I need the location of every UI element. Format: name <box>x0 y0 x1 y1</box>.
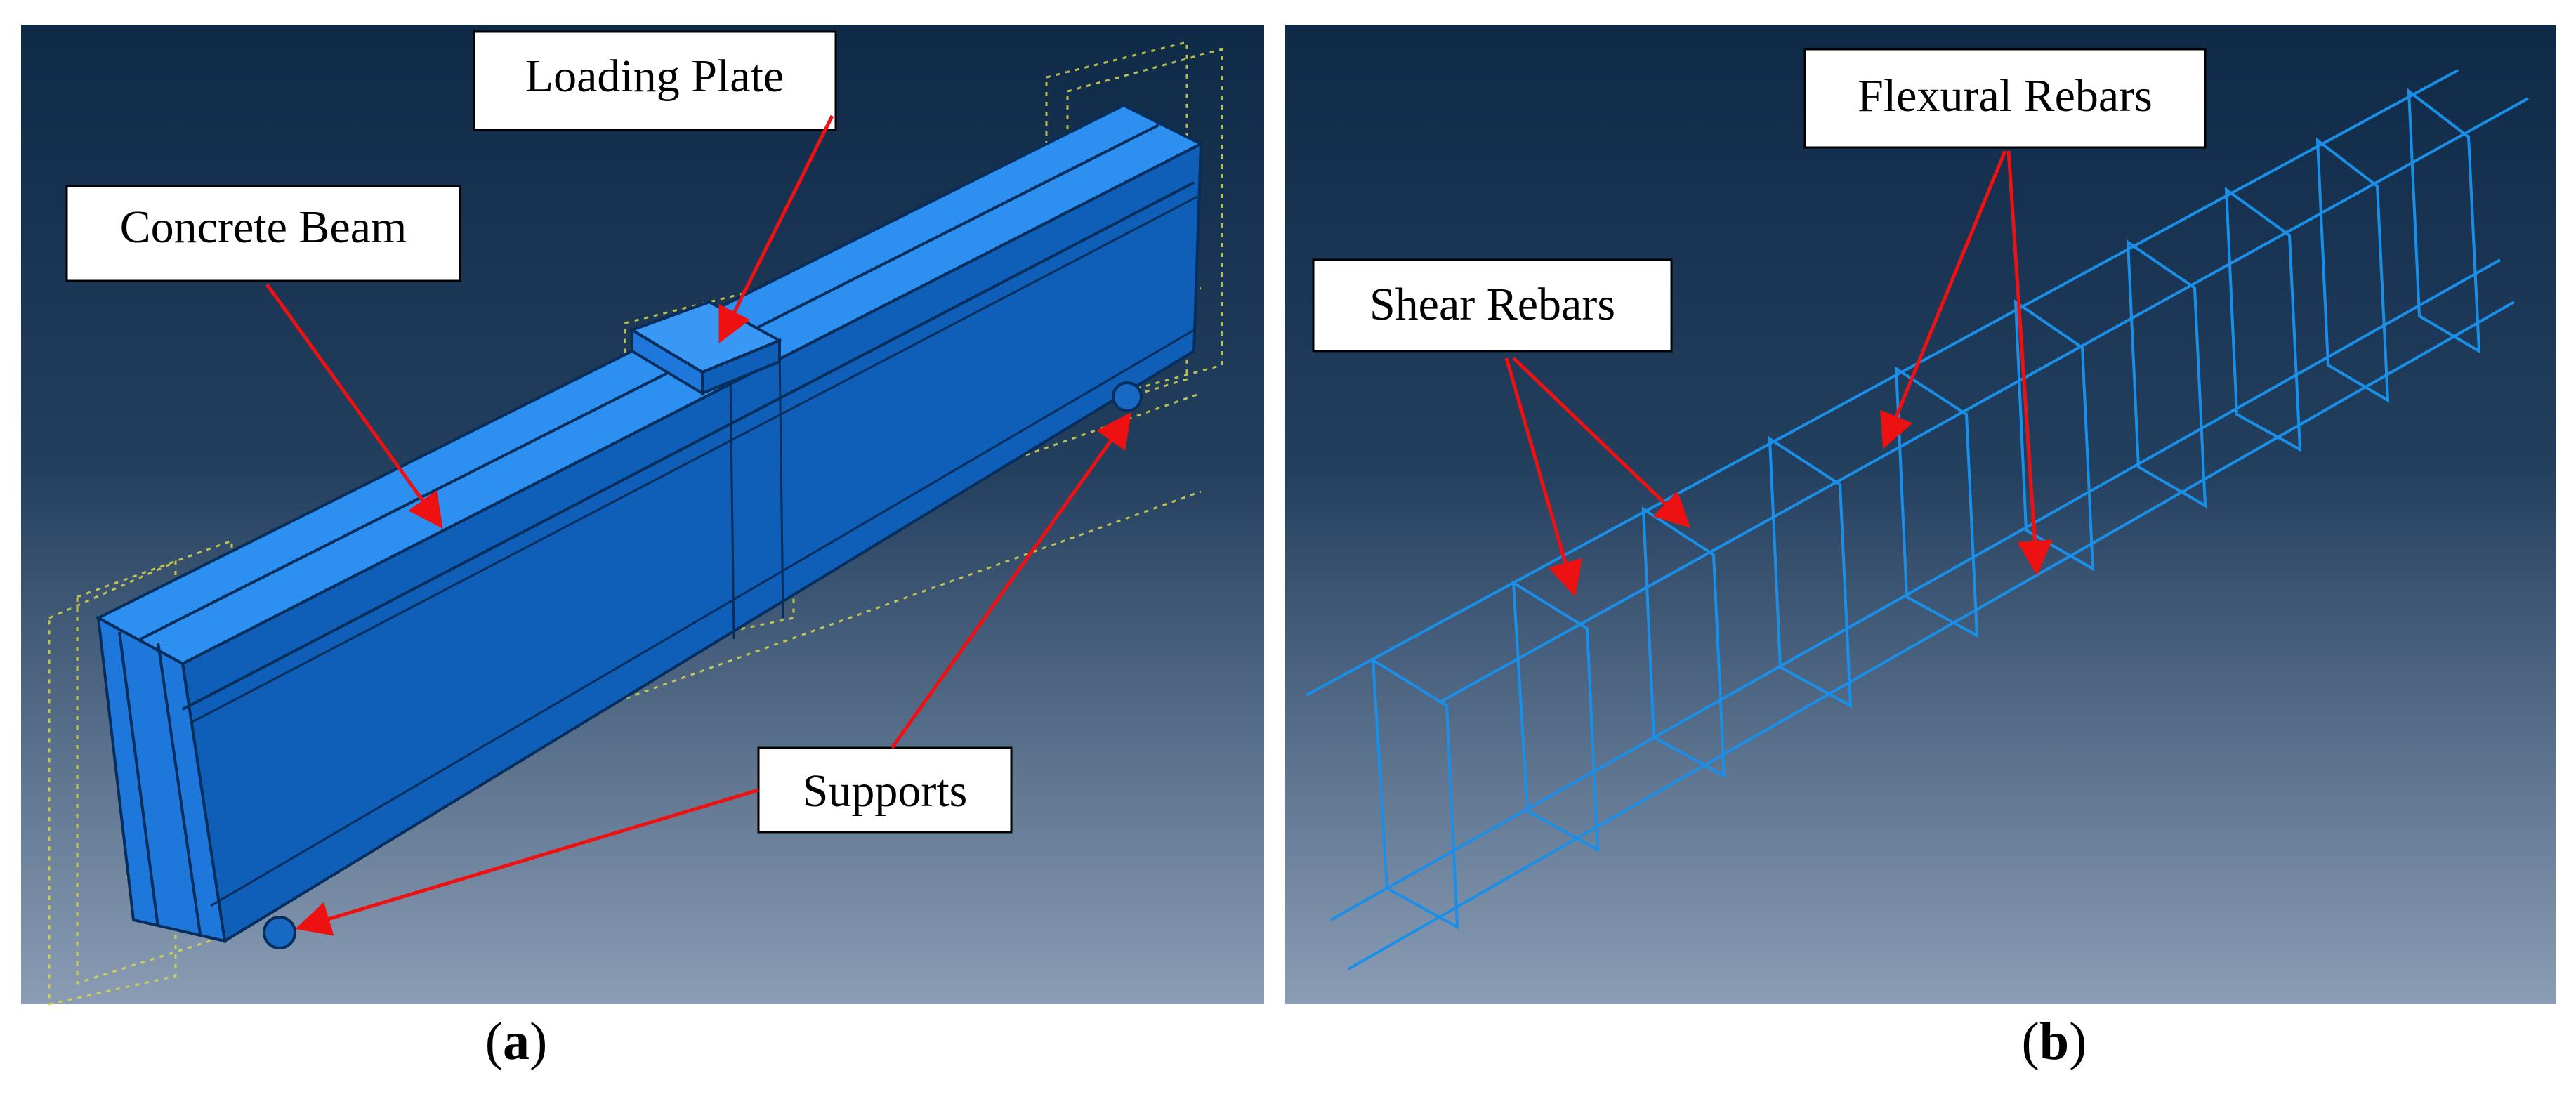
label-shear-rebars: Shear Rebars <box>1369 279 1615 330</box>
arrow-shear-rebars-2 <box>1512 357 1691 528</box>
arrow-supports-right <box>890 412 1131 749</box>
panel-b: Flexural Rebars Shear Rebars <box>1285 25 2556 1004</box>
arrow-concrete-beam <box>265 283 443 529</box>
support-left <box>263 916 296 949</box>
arrow-supports-left <box>295 788 759 936</box>
callout-shear-rebars: Shear Rebars <box>1312 258 1691 597</box>
loading-plate-model <box>629 300 783 396</box>
arrow-flexural-rebars-1 <box>1880 150 2007 449</box>
callout-concrete-beam: Concrete Beam <box>65 185 461 529</box>
arrow-flexural-rebars-2 <box>2006 150 2053 576</box>
concrete-beam-model <box>95 103 1204 944</box>
caption-a-letter: a <box>503 1012 530 1071</box>
caption-b: (b) <box>2021 1012 2087 1071</box>
arrow-shear-rebars-1 <box>1504 357 1582 597</box>
caption-b-letter: b <box>2039 1012 2070 1071</box>
label-flexural-rebars: Flexural Rebars <box>1858 70 2153 121</box>
caption-a: (a) <box>485 1012 548 1071</box>
label-loading-plate: Loading Plate <box>525 51 784 102</box>
label-concrete-beam: Concrete Beam <box>120 202 407 253</box>
flexural-rebars-model <box>1306 69 2529 970</box>
beam-end-face <box>96 615 227 943</box>
label-supports: Supports <box>803 765 968 817</box>
callout-flexural-rebars: Flexural Rebars <box>1803 48 2207 576</box>
panel-a: Loading Plate Concrete Beam Supports <box>21 25 1264 1006</box>
callout-loading-plate: Loading Plate <box>473 30 837 343</box>
shear-rebars-model <box>1371 88 2481 930</box>
viewport-b-background <box>1285 25 2556 1004</box>
arrow-loading-plate <box>718 114 834 343</box>
support-right <box>1112 381 1143 412</box>
callout-supports: Supports <box>295 412 1131 936</box>
